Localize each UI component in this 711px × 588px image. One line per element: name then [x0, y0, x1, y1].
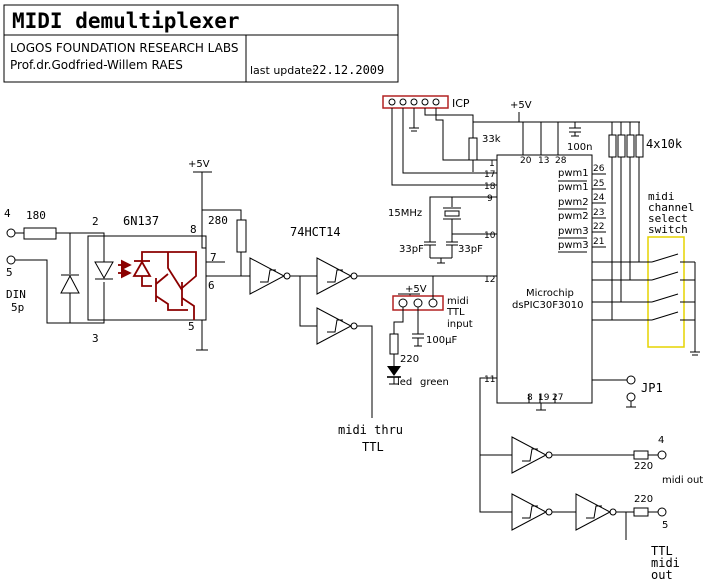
hct14-buffers: 74HCT14 midi thru TTL	[249, 225, 497, 454]
crystal-oscillator: 15MHz 33pF 33pF	[388, 196, 497, 264]
out4-label: 4	[658, 435, 664, 446]
oc-pin2-label: 2	[92, 215, 99, 228]
switch-label-1: midi	[648, 190, 675, 203]
oc-name: 6N137	[123, 214, 159, 228]
pin27-label: 27	[552, 393, 563, 403]
din-label: DIN	[6, 288, 26, 301]
pin10-label: 10	[484, 231, 496, 241]
c33-label-a: 33pF	[399, 244, 424, 255]
resistor-network: 4x10k	[608, 122, 683, 320]
ttl-input-header: +5V midi TTL input 100µF 220 led green	[387, 276, 473, 388]
v5-top-label: +5V	[510, 100, 532, 111]
v5-left-label: +5V	[188, 159, 210, 170]
ttl-out-label-2: midi	[651, 556, 680, 570]
midiout-label: midi out	[662, 475, 703, 486]
switch-label-4: switch	[648, 223, 688, 236]
resnet-label: 4x10k	[646, 137, 683, 151]
icp-label: ICP	[452, 97, 470, 110]
pin8-label: 8	[527, 393, 533, 403]
icp-header: ICP	[382, 95, 497, 186]
pin28-label: 28	[555, 156, 567, 166]
power-rail-top: +5V 33k 100n	[468, 100, 640, 172]
oc-pin7-label: 7	[210, 251, 217, 264]
oc-pin3-label: 3	[92, 332, 99, 345]
v5-ttl-label: +5V	[405, 284, 427, 295]
pin1-label: 1	[489, 159, 495, 169]
author-name: Prof.dr.Godfried-Willem RAES	[10, 58, 183, 72]
pin12-label: 12	[484, 275, 495, 285]
led-label-1: led	[397, 377, 412, 388]
r220c-label: 220	[634, 494, 653, 505]
thru-label-2: TTL	[362, 440, 384, 454]
din-pin4-label: 4	[4, 207, 11, 220]
pwm-label-2: pwm1	[558, 182, 589, 193]
last-update-date: 22.12.2009	[312, 63, 384, 77]
r280-label: 280	[208, 214, 228, 227]
output-stage: 4 220 midi out 220 5 TTL midi out	[479, 377, 703, 582]
ttl-label-2: TTL	[446, 307, 465, 318]
pin23-label: 23	[593, 208, 604, 218]
last-update-label: last update:	[250, 64, 316, 77]
mcu-name-2: dsPIC30F3010	[512, 300, 583, 311]
c100n-label: 100n	[567, 142, 592, 153]
pwm-label-6: pwm3	[558, 240, 589, 251]
pwm-label-5: pwm3	[558, 226, 589, 237]
out5-label: 5	[662, 520, 668, 531]
oc-pin8-label: 8	[190, 223, 197, 236]
ic74-label: 74HCT14	[290, 225, 341, 239]
ttl-out-label-3: out	[651, 568, 673, 582]
led-label-2: green	[420, 377, 449, 388]
r220b-label: 220	[634, 461, 653, 472]
pin20-label: 20	[520, 156, 532, 166]
r180-label: 180	[26, 209, 46, 222]
jumper-jp1: JP1	[592, 375, 663, 408]
ttl-label-1: midi	[447, 296, 469, 307]
microcontroller: 1 20 13 28 17 18 9 10 12 11 8 19 27 pwm1…	[484, 154, 606, 411]
r220a-label: 220	[400, 354, 419, 365]
switch-label-3: select	[648, 212, 688, 225]
pin25-label: 25	[593, 179, 604, 189]
xtal-label: 15MHz	[388, 208, 422, 219]
mcu-name-1: Microchip	[526, 288, 574, 299]
pin22-label: 22	[593, 222, 604, 232]
title-block: MIDI demultiplexer LOGOS FOUNDATION RESE…	[3, 4, 399, 83]
jp1-label: JP1	[641, 381, 663, 395]
c100u-label: 100µF	[426, 335, 457, 346]
pin17-label: 17	[484, 170, 495, 180]
switch-label-2: channel	[648, 201, 694, 214]
pin26-label: 26	[593, 164, 605, 174]
thru-label-1: midi thru	[338, 423, 403, 437]
pin11-label: 11	[484, 375, 495, 385]
ttl-out-label-1: TTL	[651, 544, 673, 558]
ttl-label-3: input	[447, 319, 473, 330]
din-pin5-label: 5	[6, 266, 13, 279]
c33-label-b: 33pF	[458, 244, 483, 255]
pin21-label: 21	[593, 237, 604, 247]
r33k-label: 33k	[482, 134, 501, 145]
pin9-label: 9	[487, 194, 493, 204]
oc-pin5-label: 5	[188, 320, 195, 333]
pin24-label: 24	[593, 193, 605, 203]
oc-pin6-label: 6	[208, 279, 215, 292]
midi-input-stage: 4 5 DIN 5p 180 6N137 2 3 8 7 6 5	[4, 159, 250, 351]
pin19-label: 19	[538, 393, 550, 403]
pwm-label-1: pwm1	[558, 168, 589, 179]
pin18-label: 18	[484, 182, 496, 192]
pin13-label: 13	[538, 156, 549, 166]
org-name: LOGOS FOUNDATION RESEARCH LABS	[10, 41, 239, 55]
pwm-label-3: pwm2	[558, 197, 589, 208]
din5p-label: 5p	[11, 301, 24, 314]
pwm-label-4: pwm2	[558, 211, 589, 222]
title: MIDI demultiplexer	[12, 9, 240, 33]
channel-select-switch: midi channel select switch	[592, 190, 700, 356]
